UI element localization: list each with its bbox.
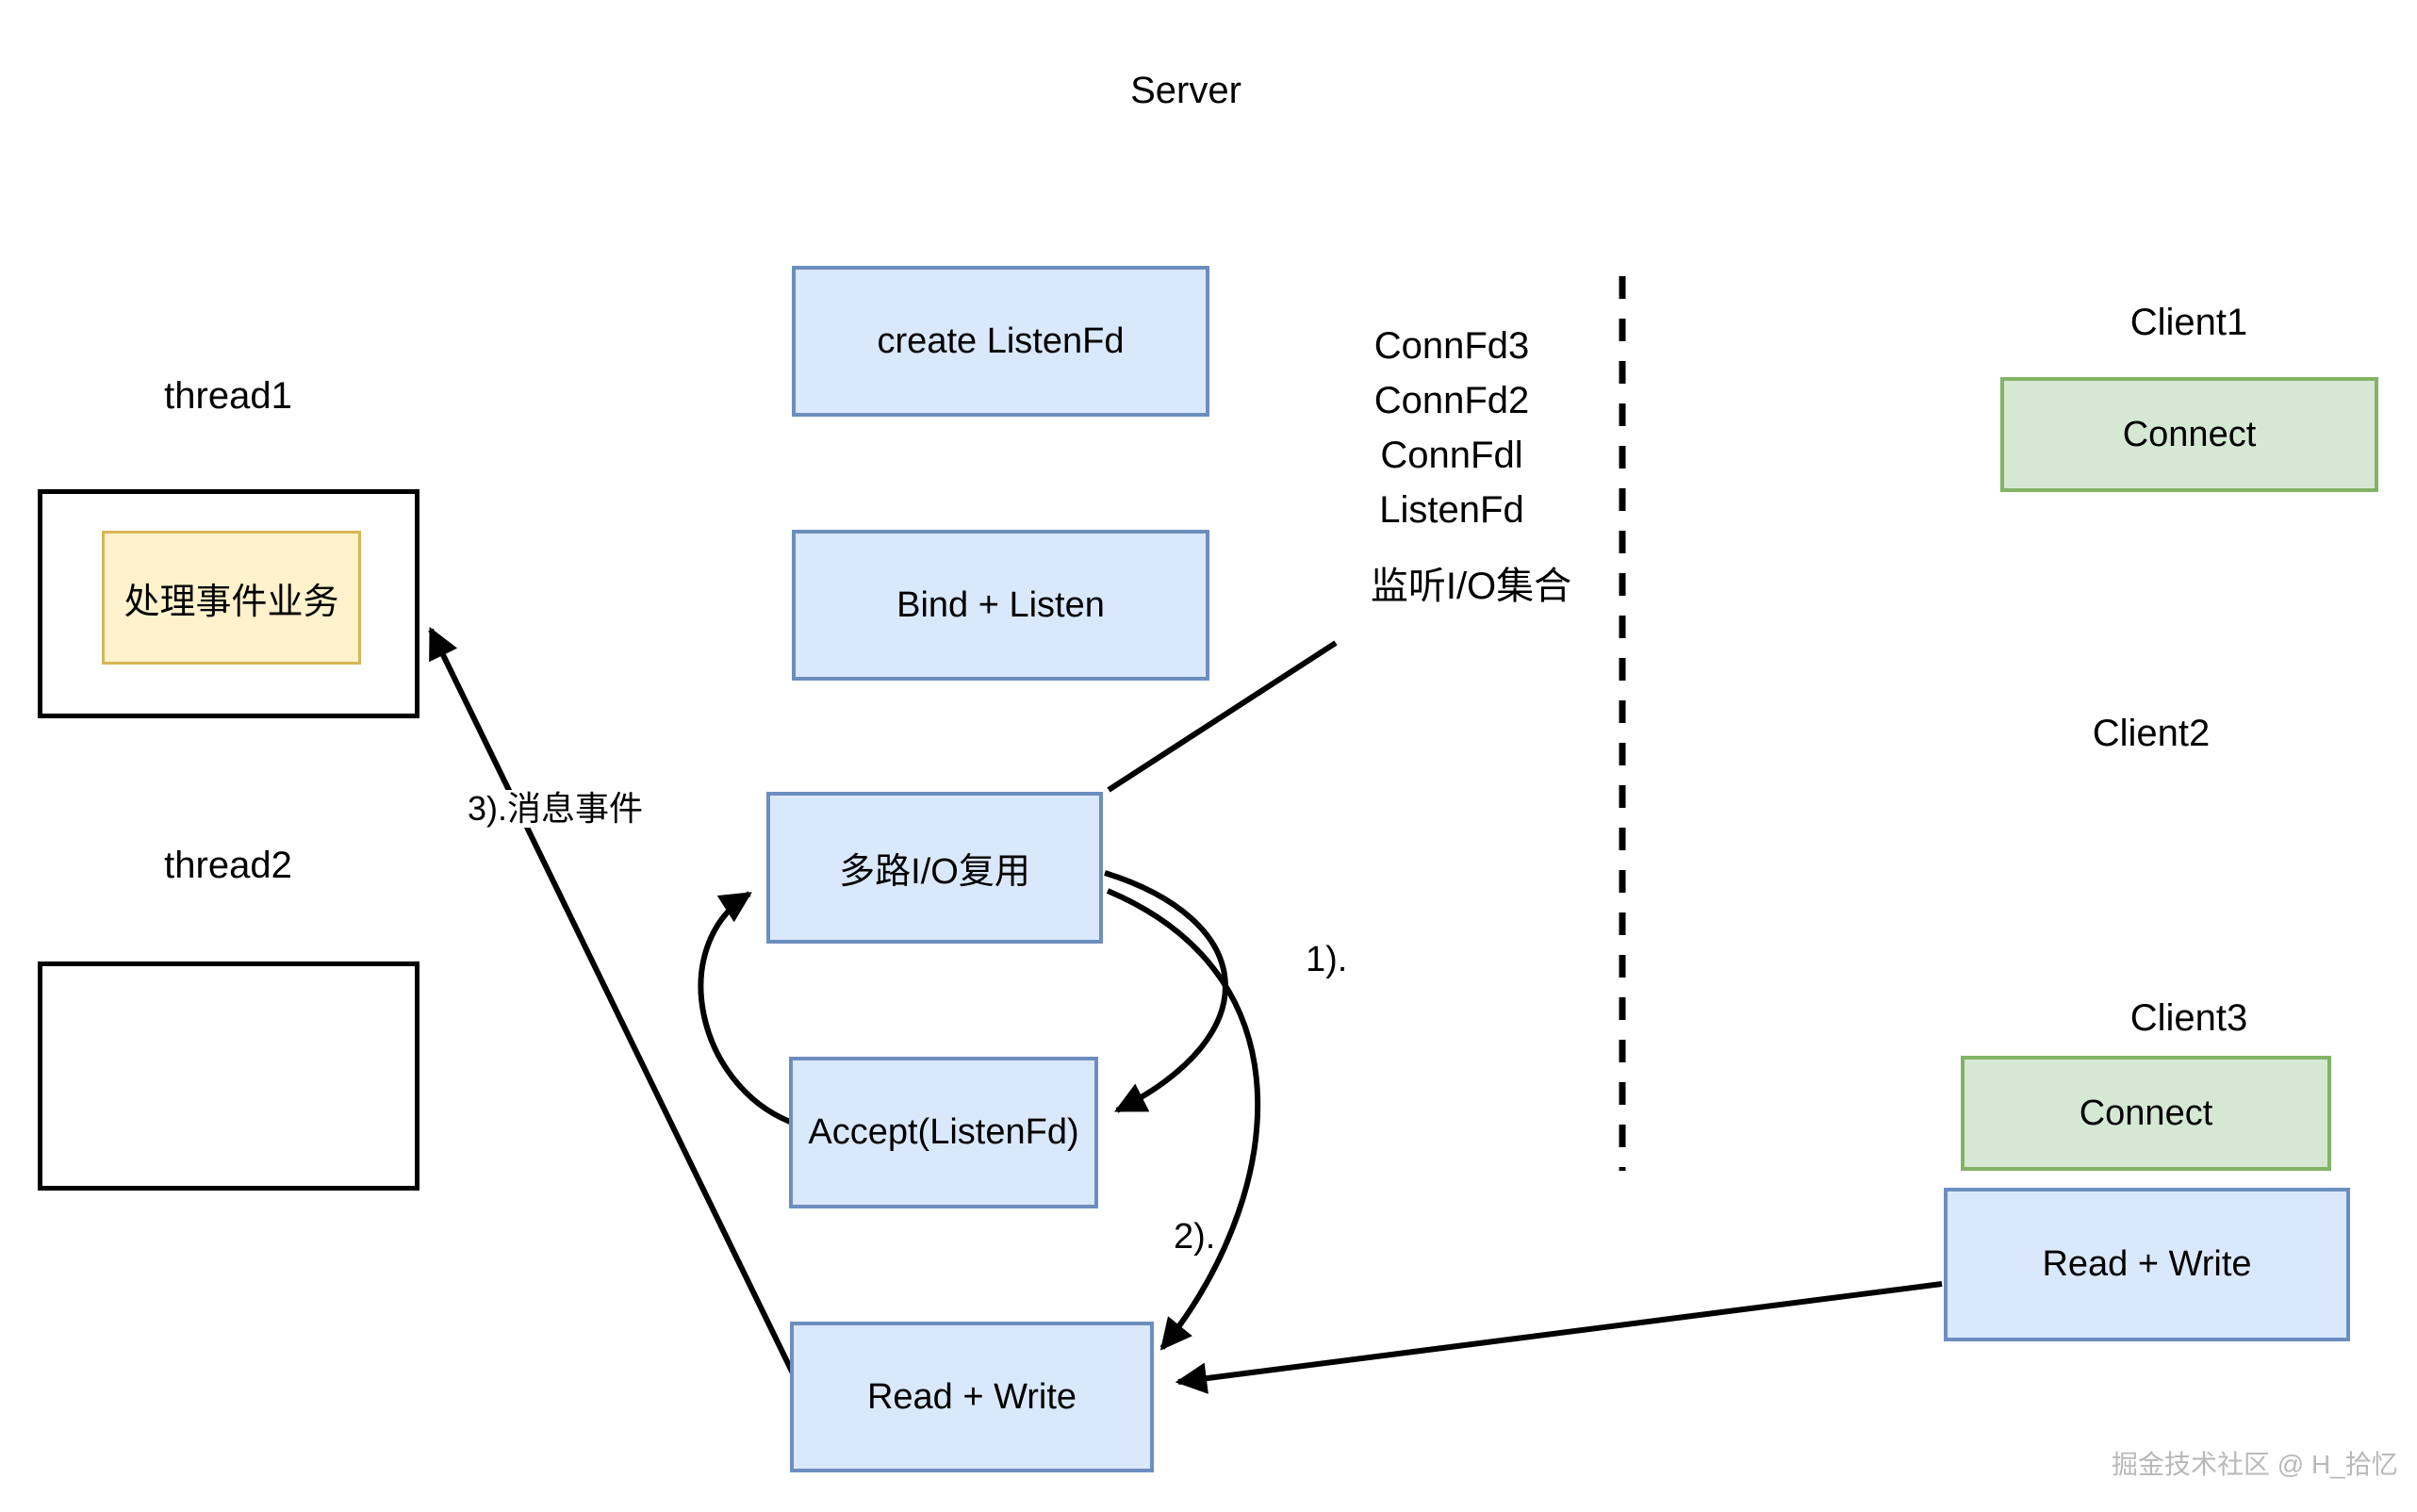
client1-connect-box: Connect xyxy=(2000,377,2378,492)
step3-label: 3).消息事件 xyxy=(464,790,648,828)
client3-label: Client3 xyxy=(2129,997,2248,1039)
fd-item: ConnFdl xyxy=(1380,435,1523,476)
client3-read-write-box: Read + Write xyxy=(1944,1188,2350,1341)
client1-label: Client1 xyxy=(2129,302,2248,343)
step2-label: 2). xyxy=(1174,1217,1216,1257)
fd-list: ConnFd3 ConnFd2 ConnFdl ListenFd xyxy=(1320,319,1584,537)
box-server-read-write: Read + Write xyxy=(790,1322,1154,1472)
box-create-listenfd: create ListenFd xyxy=(792,266,1209,417)
box-io-multiplex: 多路I/O复用 xyxy=(766,792,1103,944)
client2-label: Client2 xyxy=(2092,713,2211,754)
fd-set-label: 监听I/O集合 xyxy=(1370,566,1572,607)
thread1-box: 处理事件业务 xyxy=(38,489,419,718)
arrow-readwrite-to-thread1 xyxy=(428,627,799,1383)
watermark: 掘金技术社区 @ H_拾忆 xyxy=(2112,1450,2398,1479)
thread2-box xyxy=(38,961,419,1191)
step1-label: 1). xyxy=(1306,940,1348,979)
event-task-box: 处理事件业务 xyxy=(102,531,361,665)
thread1-label: thread1 xyxy=(164,375,292,417)
box-bind-listen: Bind + Listen xyxy=(792,530,1209,681)
fd-item: ListenFd xyxy=(1379,489,1524,531)
box-accept: Accept(ListenFd) xyxy=(789,1057,1098,1208)
fd-item: ConnFd2 xyxy=(1373,380,1530,421)
fd-item: ConnFd3 xyxy=(1373,325,1530,367)
arrow-multiplex-to-readwrite xyxy=(1106,888,1261,1351)
arrow-client-to-server-readwrite xyxy=(1175,1281,1943,1394)
arrow-multiplex-to-accept xyxy=(1104,870,1228,1113)
client3-connect-box: Connect xyxy=(1961,1056,2331,1171)
server-title: Server xyxy=(1130,70,1241,111)
thread2-label: thread2 xyxy=(164,845,292,886)
